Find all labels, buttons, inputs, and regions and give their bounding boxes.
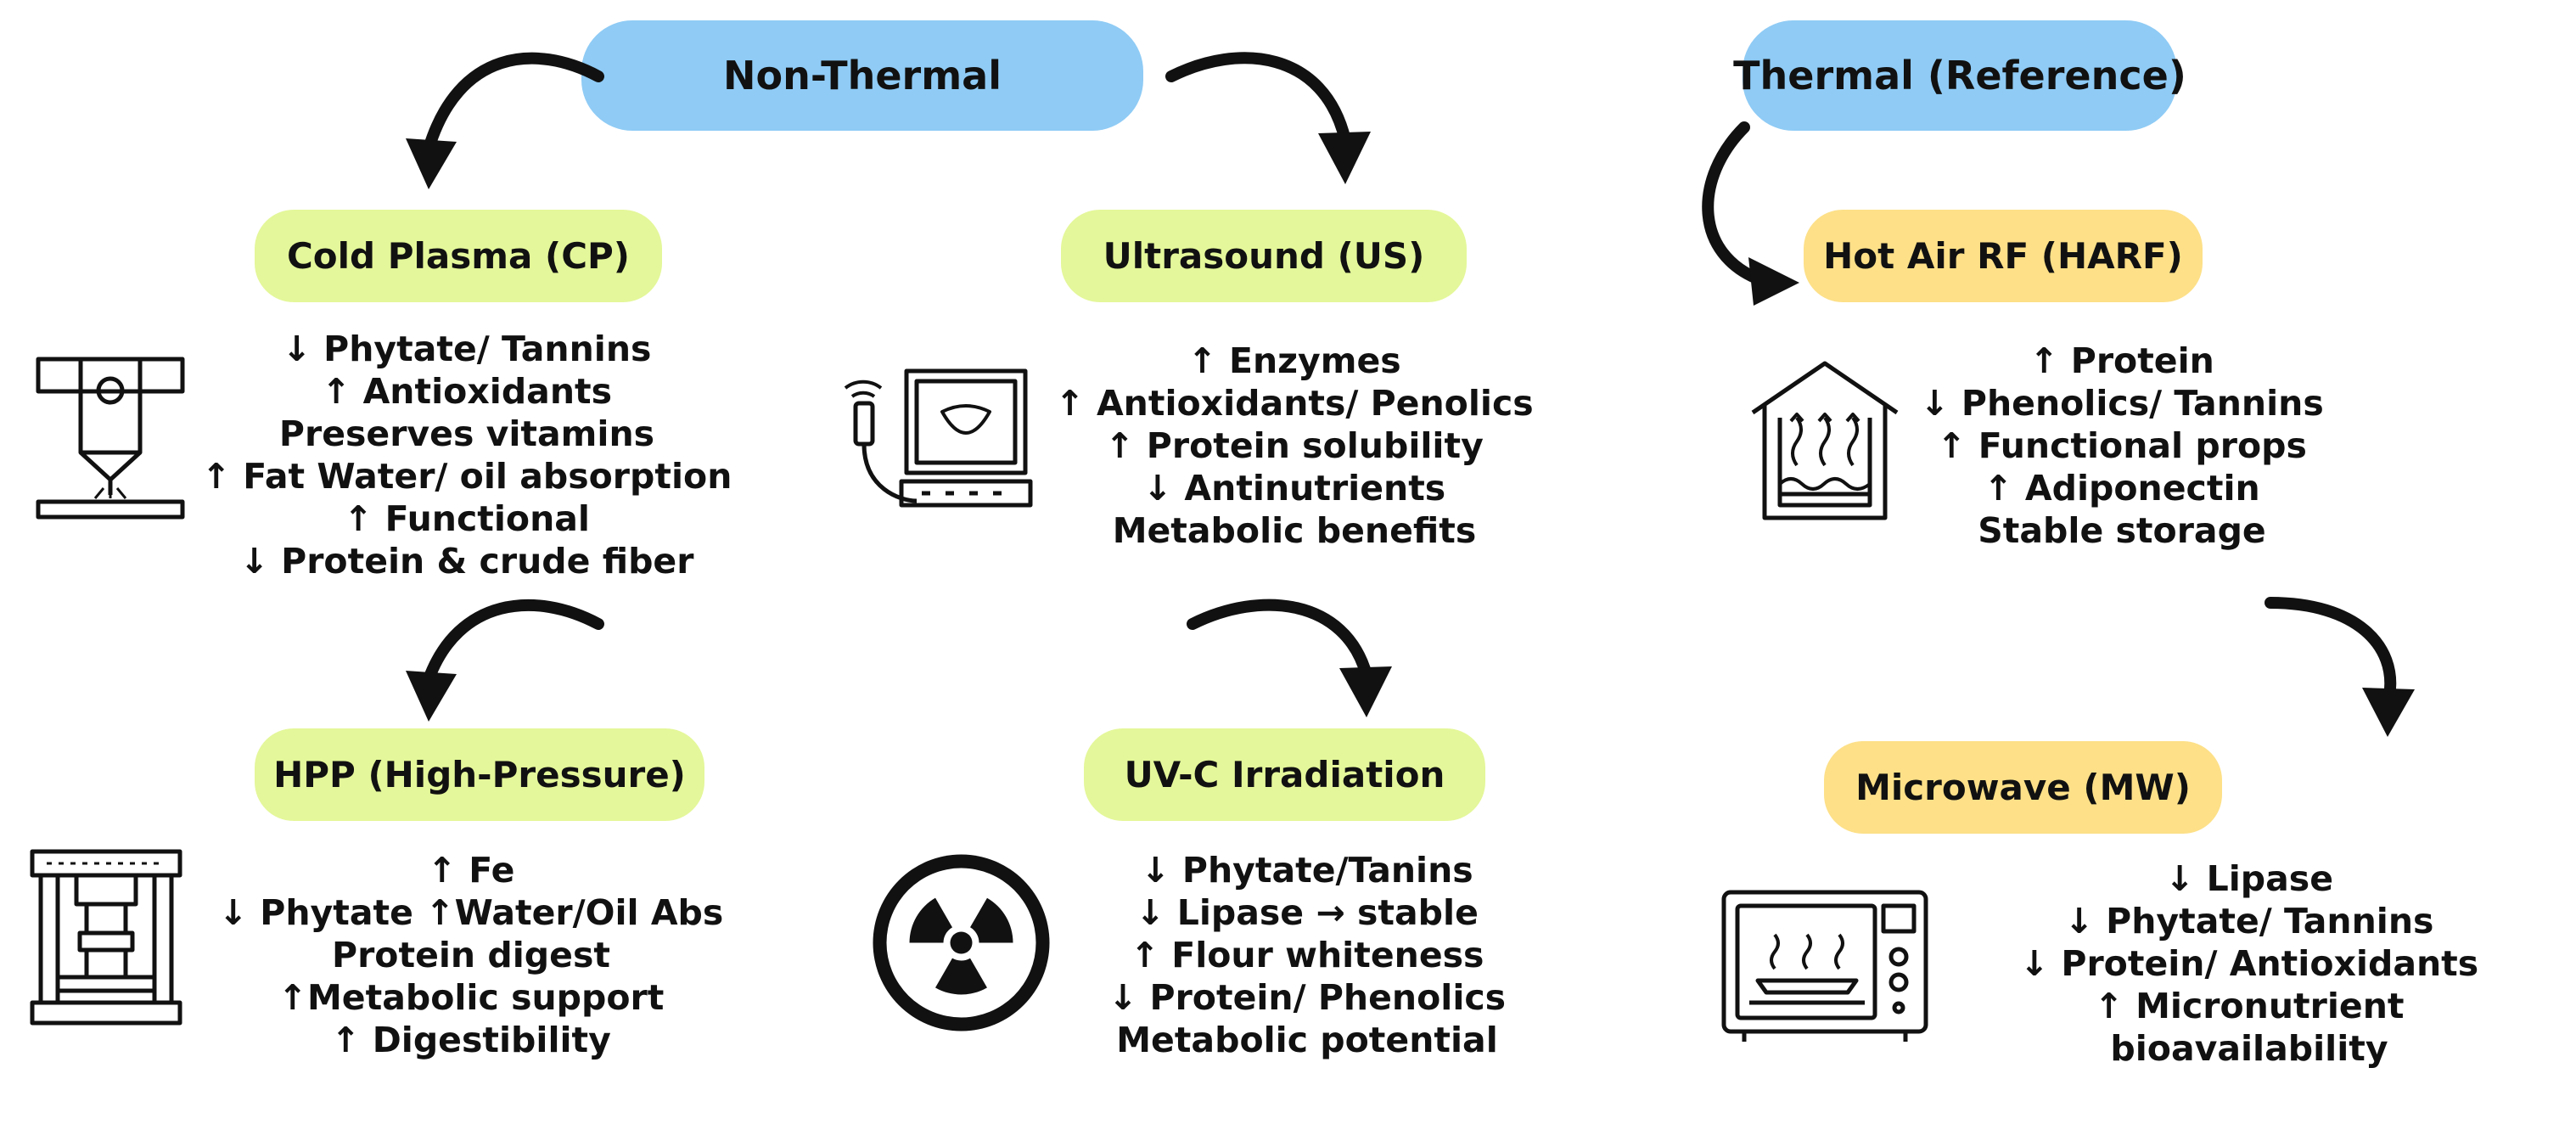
effect-line: ↓ Lipase xyxy=(2164,858,2334,899)
cold-plasma-label: Cold Plasma (CP) xyxy=(286,235,630,277)
hpp-effects: ↑ Fe ↓ Phytate ↑Water/Oil Abs Protein di… xyxy=(199,849,743,1061)
effect-line: Metabolic benefits xyxy=(1112,510,1477,551)
effect-line: ↑ Functional xyxy=(343,498,590,539)
curved-arrow-icon xyxy=(406,599,604,722)
effect-line: ↑ Functional props xyxy=(1937,425,2307,466)
effect-line: ↑ Enzymes xyxy=(1187,340,1401,381)
microwave-pill: Microwave (MW) xyxy=(1824,741,2222,834)
curved-arrow-icon xyxy=(406,52,604,189)
ultrasound-label: Ultrasound (US) xyxy=(1103,235,1425,277)
non-thermal-label: Non-Thermal xyxy=(723,53,1002,98)
effect-line: ↓ Phenolics/ Tannins xyxy=(1920,383,2324,424)
uvc-pill: UV-C Irradiation xyxy=(1084,728,1485,821)
effect-line: bioavailability xyxy=(2110,1028,2388,1069)
cold-plasma-effects: ↓ Phytate/ Tannins ↑ Antioxidants Preser… xyxy=(187,328,747,582)
harf-label: Hot Air RF (HARF) xyxy=(1823,235,2183,277)
curved-arrow-icon xyxy=(1165,52,1371,184)
ultrasound-monitor-icon xyxy=(844,368,1033,508)
uvc-label: UV-C Irradiation xyxy=(1124,754,1445,795)
effect-line: Protein digest xyxy=(332,935,610,975)
effect-line: ↑ Protein xyxy=(2029,340,2214,381)
effect-line: ↑ Fat Water/ oil absorption xyxy=(201,456,732,497)
effect-line: ↑ Flour whiteness xyxy=(1130,935,1484,975)
effect-line: ↓ Protein/ Phenolics xyxy=(1108,977,1507,1018)
hot-air-oven-icon xyxy=(1751,361,1899,520)
hpp-pill: HPP (High-Pressure) xyxy=(255,728,704,821)
ultrasound-pill: Ultrasound (US) xyxy=(1061,210,1467,302)
microwave-oven-icon xyxy=(1721,890,1928,1042)
effect-line: Metabolic potential xyxy=(1116,1020,1498,1060)
thermal-header: Thermal (Reference) xyxy=(1733,20,2186,131)
effect-line: ↓ Phytate/ Tannins xyxy=(282,329,652,369)
effect-line: ↓ Antinutrients xyxy=(1142,468,1446,509)
effect-line: ↓ Protein & crude fiber xyxy=(239,541,694,582)
effect-line: ↓ Lipase → stable xyxy=(1136,892,1479,933)
effect-line: ↑ Fe xyxy=(427,850,515,891)
microwave-effects: ↓ Lipase ↓ Phytate/ Tannins ↓ Protein/ A… xyxy=(1986,857,2512,1070)
effect-line: Preserves vitamins xyxy=(278,413,655,454)
effect-line: ↓ Phytate/Tanins xyxy=(1141,850,1473,891)
curved-arrow-icon xyxy=(1187,599,1392,717)
hpp-label: HPP (High-Pressure) xyxy=(273,754,686,795)
radiation-icon xyxy=(873,854,1050,1031)
effect-line: Stable storage xyxy=(1978,510,2266,551)
ultrasound-effects: ↑ Enzymes ↑ Antioxidants/ Penolics ↑ Pro… xyxy=(1027,340,1562,552)
curved-arrow-icon xyxy=(1702,121,1799,306)
effect-line: ↑Metabolic support xyxy=(278,977,665,1018)
cold-plasma-pill: Cold Plasma (CP) xyxy=(255,210,662,302)
effect-line: ↑ Antioxidants xyxy=(321,371,613,412)
non-thermal-header: Non-Thermal xyxy=(581,20,1143,131)
effect-line: ↓ Phytate/ Tannins xyxy=(2064,901,2434,941)
uvc-effects: ↓ Phytate/Tanins ↓ Lipase → stable ↑ Flo… xyxy=(1078,849,1536,1061)
hydraulic-press-icon xyxy=(30,849,182,1026)
thermal-label: Thermal (Reference) xyxy=(1733,53,2186,98)
harf-pill: Hot Air RF (HARF) xyxy=(1804,210,2203,302)
effect-line: ↑ Antioxidants/ Penolics xyxy=(1055,383,1534,424)
effect-line: ↑ Adiponectin xyxy=(1984,468,2260,509)
microwave-label: Microwave (MW) xyxy=(1855,767,2191,808)
effect-line: ↑ Micronutrient xyxy=(2094,986,2405,1026)
curved-arrow-icon xyxy=(2265,597,2415,737)
effect-line: ↑ Digestibility xyxy=(331,1020,611,1060)
cold-plasma-nozzle-icon xyxy=(36,357,185,520)
effect-line: ↓ Protein/ Antioxidants xyxy=(2019,943,2479,984)
effect-line: ↓ Phytate ↑Water/Oil Abs xyxy=(218,892,724,933)
effect-line: ↑ Protein solubility xyxy=(1105,425,1484,466)
harf-effects: ↑ Protein ↓ Phenolics/ Tannins ↑ Functio… xyxy=(1901,340,2343,552)
